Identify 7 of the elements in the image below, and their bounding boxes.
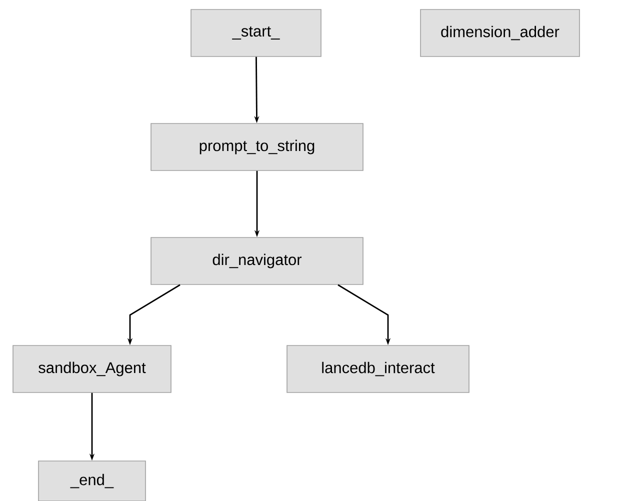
process-box: dimension_adder	[420, 9, 580, 57]
process-box: prompt_to_string	[150, 123, 364, 171]
process-box: _start_	[190, 9, 322, 57]
process-box: lancedb_interact	[286, 345, 470, 393]
process-box: _end_	[38, 460, 146, 501]
process-box: sandbox_Agent	[12, 345, 172, 393]
process-box: dir_navigator	[150, 237, 364, 285]
